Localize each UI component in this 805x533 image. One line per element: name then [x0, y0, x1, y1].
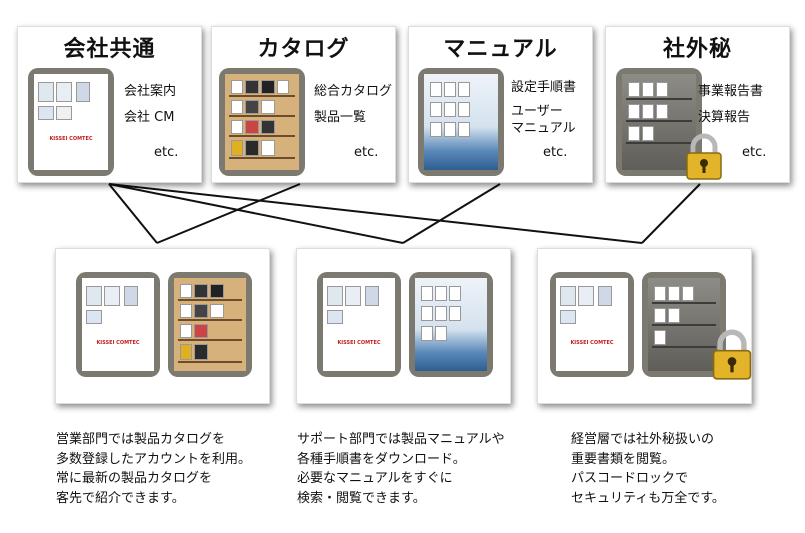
tablet-catalog-screen: [219, 68, 305, 176]
line-common-to-support: [108, 183, 404, 244]
line-catalog-to-sales: [156, 183, 301, 244]
tablet-company-screen: KISSEI COMTEC: [550, 272, 634, 377]
category-items: 総合カタログ 製品一覧: [314, 84, 393, 125]
user-box-sales: KISSEI COMTEC: [55, 248, 270, 404]
kissei-logo: KISSEI COMTEC: [96, 340, 140, 346]
kissei-logo: KISSEI COMTEC: [49, 136, 93, 142]
screen-preview: [424, 74, 498, 170]
caption-management: 経営層では社外秘扱いの 重要書類を閲覧。 パスコードロックで セキュリティも万全…: [571, 432, 725, 506]
user-box-support: KISSEI COMTEC: [296, 248, 511, 404]
category-title: 社外秘: [662, 37, 732, 62]
etc-label: etc.: [354, 145, 379, 160]
category-title: マニュアル: [443, 37, 558, 62]
kissei-logo: KISSEI COMTEC: [570, 340, 614, 346]
category-box-manual: マニュアル 設定手順書 ユーザー マニュアル etc.: [408, 26, 593, 183]
padlock-icon: [712, 329, 752, 380]
padlock-icon: [686, 133, 722, 180]
screen-preview: [225, 74, 299, 170]
user-box-management: KISSEI COMTEC: [537, 248, 752, 404]
tablet-manual-screen: [418, 68, 504, 176]
category-title: 会社共通: [63, 37, 156, 62]
kissei-logo: KISSEI COMTEC: [337, 340, 381, 346]
category-items: 会社案内 会社 CM: [124, 84, 177, 125]
tablet-manual-screen: [409, 272, 493, 377]
category-title: カタログ: [257, 37, 350, 62]
caption-support: サポート部門では製品マニュアルや 各種手順書をダウンロード。 必要なマニュアルを…: [297, 432, 505, 506]
tablet-company-screen: KISSEI COMTEC: [317, 272, 401, 377]
tablet-company-screen: KISSEI COMTEC: [28, 68, 114, 176]
category-box-confidential: 社外秘 事業報告書 決算報告 etc.: [605, 26, 790, 183]
line-common-to-management: [108, 183, 643, 244]
category-items: 事業報告書 決算報告: [698, 84, 764, 125]
category-box-catalog: カタログ 総合カタログ 製品一覧 etc.: [211, 26, 396, 183]
caption-sales: 営業部門では製品カタログを 多数登録したアカウントを利用。 常に最新の製品カタロ…: [56, 432, 252, 506]
tablet-catalog-screen: [168, 272, 252, 377]
etc-label: etc.: [154, 145, 179, 160]
line-secret-to-management: [641, 183, 701, 244]
screen-preview: KISSEI COMTEC: [34, 74, 108, 170]
etc-label: etc.: [742, 145, 767, 160]
line-common-to-sales: [108, 183, 158, 244]
category-items: 設定手順書 ユーザー マニュアル: [511, 80, 577, 137]
category-box-company: 会社共通 KISSEI COMTEC 会社案内 会社 CM etc.: [17, 26, 202, 183]
tablet-confidential-screen: [642, 272, 726, 377]
line-manual-to-support: [402, 183, 501, 244]
screen-preview: [622, 74, 696, 170]
etc-label: etc.: [543, 145, 568, 160]
tablet-company-screen: KISSEI COMTEC: [76, 272, 160, 377]
